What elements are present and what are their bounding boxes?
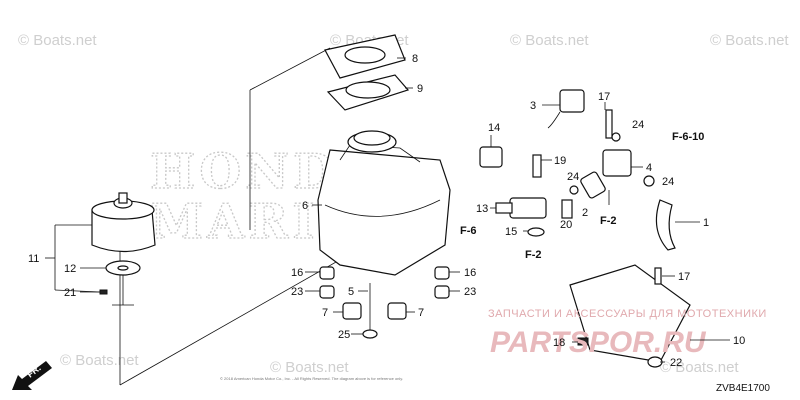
ru-watermark-subtitle: ЗАПЧАСТИ И АКСЕССУАРЫ ДЛЯ МОТОТЕХНИКИ (488, 308, 767, 320)
bolt-17b (654, 267, 662, 285)
callout-16: 16 (464, 267, 476, 279)
callout-14: 14 (488, 122, 500, 134)
callout-7: 7 (322, 307, 328, 319)
watermark: © Boats.net (18, 32, 97, 49)
bolt-18 (577, 337, 589, 346)
callout-10: 10 (733, 335, 745, 347)
tether-screw (99, 289, 108, 295)
clip-24c (569, 185, 579, 195)
reference-labels: F-6-10 F-6 F-2 F-2 (460, 131, 704, 261)
callout-12: 12 (64, 263, 76, 275)
valve-assembly (479, 89, 655, 237)
callout-11: 11 (28, 253, 39, 265)
part-15 (527, 227, 545, 237)
callout-8: 8 (412, 53, 418, 65)
callout-23: 23 (464, 286, 476, 298)
callout-20: 20 (560, 219, 572, 231)
mounting-hardware (319, 266, 450, 339)
callout-23: 23 (291, 286, 303, 298)
watermark: © Boats.net (60, 352, 139, 369)
callout-17: 17 (598, 91, 610, 103)
ref-f-2: F-2 (525, 249, 542, 261)
callout-labels: 11 12 21 8 9 6 16 23 16 23 5 7 7 25 14 1… (28, 53, 745, 369)
callout-6: 6 (302, 200, 308, 212)
callout-16: 16 (291, 267, 303, 279)
bolt-17 (605, 109, 613, 139)
ru-watermark-main: PARTSPOR.RU (490, 326, 707, 359)
watermark: © Boats.net (660, 359, 739, 376)
ref-f-6-10: F-6-10 (672, 131, 704, 143)
fuel-hose (655, 199, 676, 251)
watermark: © Boats.net (270, 359, 349, 376)
callout-9: 9 (417, 83, 423, 95)
clip-24a (611, 132, 621, 142)
part-2 (580, 171, 606, 199)
front-arrow-icon (12, 361, 52, 390)
ref-f-2: F-2 (600, 215, 617, 227)
bolt-19 (532, 154, 542, 178)
callout-7: 7 (418, 307, 424, 319)
callout-19: 19 (554, 155, 566, 167)
bracket-assembly (569, 264, 691, 368)
leader-lines (45, 57, 730, 363)
watermark: © Boats.net (510, 32, 589, 49)
callout-2: 2 (582, 207, 588, 219)
direction-arrow: FR. (12, 361, 52, 390)
ru-watermark: ЗАПЧАСТИ И АКСЕССУАРЫ ДЛЯ МОТОТЕХНИКИ PA… (488, 308, 767, 359)
part-20 (561, 199, 573, 219)
clip-24b (643, 175, 655, 187)
callout-18: 18 (553, 337, 565, 349)
part-13 (509, 197, 547, 219)
callout-24: 24 (632, 119, 644, 131)
part-3 (559, 89, 585, 113)
callout-25: 25 (338, 329, 350, 341)
fuel-tank (317, 130, 451, 276)
part-4 (602, 149, 632, 177)
callout-15: 15 (505, 226, 517, 238)
callout-24: 24 (662, 176, 674, 188)
callout-1: 1 (703, 217, 709, 229)
fuel-cap (91, 209, 156, 253)
diagram-code: ZVB4E1700 (716, 383, 770, 394)
callout-21: 21 (64, 287, 76, 299)
fuel-cap-assembly (91, 192, 156, 306)
watermark: © Boats.net (710, 32, 789, 49)
callout-24: 24 (567, 171, 579, 183)
ref-f-6: F-6 (460, 225, 477, 237)
footer-fine-print: © 2018 American Honda Motor Co., Inc. - … (220, 376, 403, 381)
cap-tether (112, 275, 134, 306)
callout-22: 22 (670, 357, 682, 369)
callout-5: 5 (348, 286, 354, 298)
callout-3: 3 (530, 100, 536, 112)
callout-4: 4 (646, 162, 652, 174)
filler-gaskets (324, 34, 410, 111)
callout-17: 17 (678, 271, 690, 283)
part-14 (479, 146, 503, 168)
callout-13: 13 (476, 203, 488, 215)
